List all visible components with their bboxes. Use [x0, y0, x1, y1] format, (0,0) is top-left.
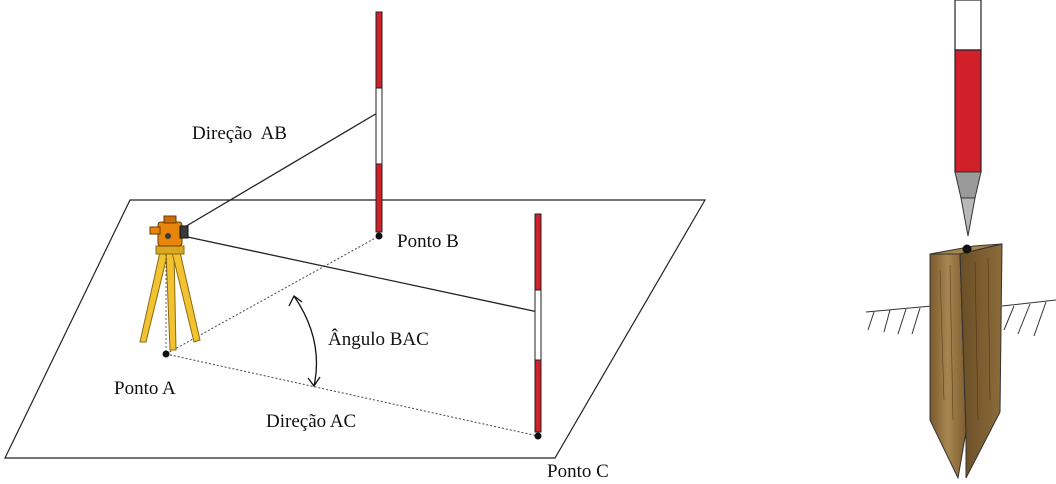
ground-plane	[4, 199, 707, 459]
plumb-pole-icon	[954, 0, 982, 237]
label-angle-bac: Ângulo BAC	[328, 328, 429, 350]
sight-line-ac	[182, 235, 539, 313]
theodolite-on-tripod-icon	[139, 215, 201, 358]
dotted-line-a-to-b	[165, 235, 380, 355]
label-point-b: Ponto B	[397, 231, 459, 252]
angle-arc-icon	[288, 295, 321, 388]
label-point-c: Ponto C	[547, 461, 609, 479]
wooden-stake-icon	[929, 243, 1003, 480]
range-pole-b	[375, 11, 383, 240]
sight-line-ab	[182, 111, 380, 229]
ground-hatch-icon	[865, 299, 1056, 337]
dotted-line-a-to-c	[165, 353, 539, 437]
label-direction-ab: Direção AB	[192, 123, 287, 144]
label-direction-ac: Direção AC	[266, 411, 356, 432]
range-pole-c	[534, 213, 542, 440]
label-point-a: Ponto A	[114, 378, 176, 399]
